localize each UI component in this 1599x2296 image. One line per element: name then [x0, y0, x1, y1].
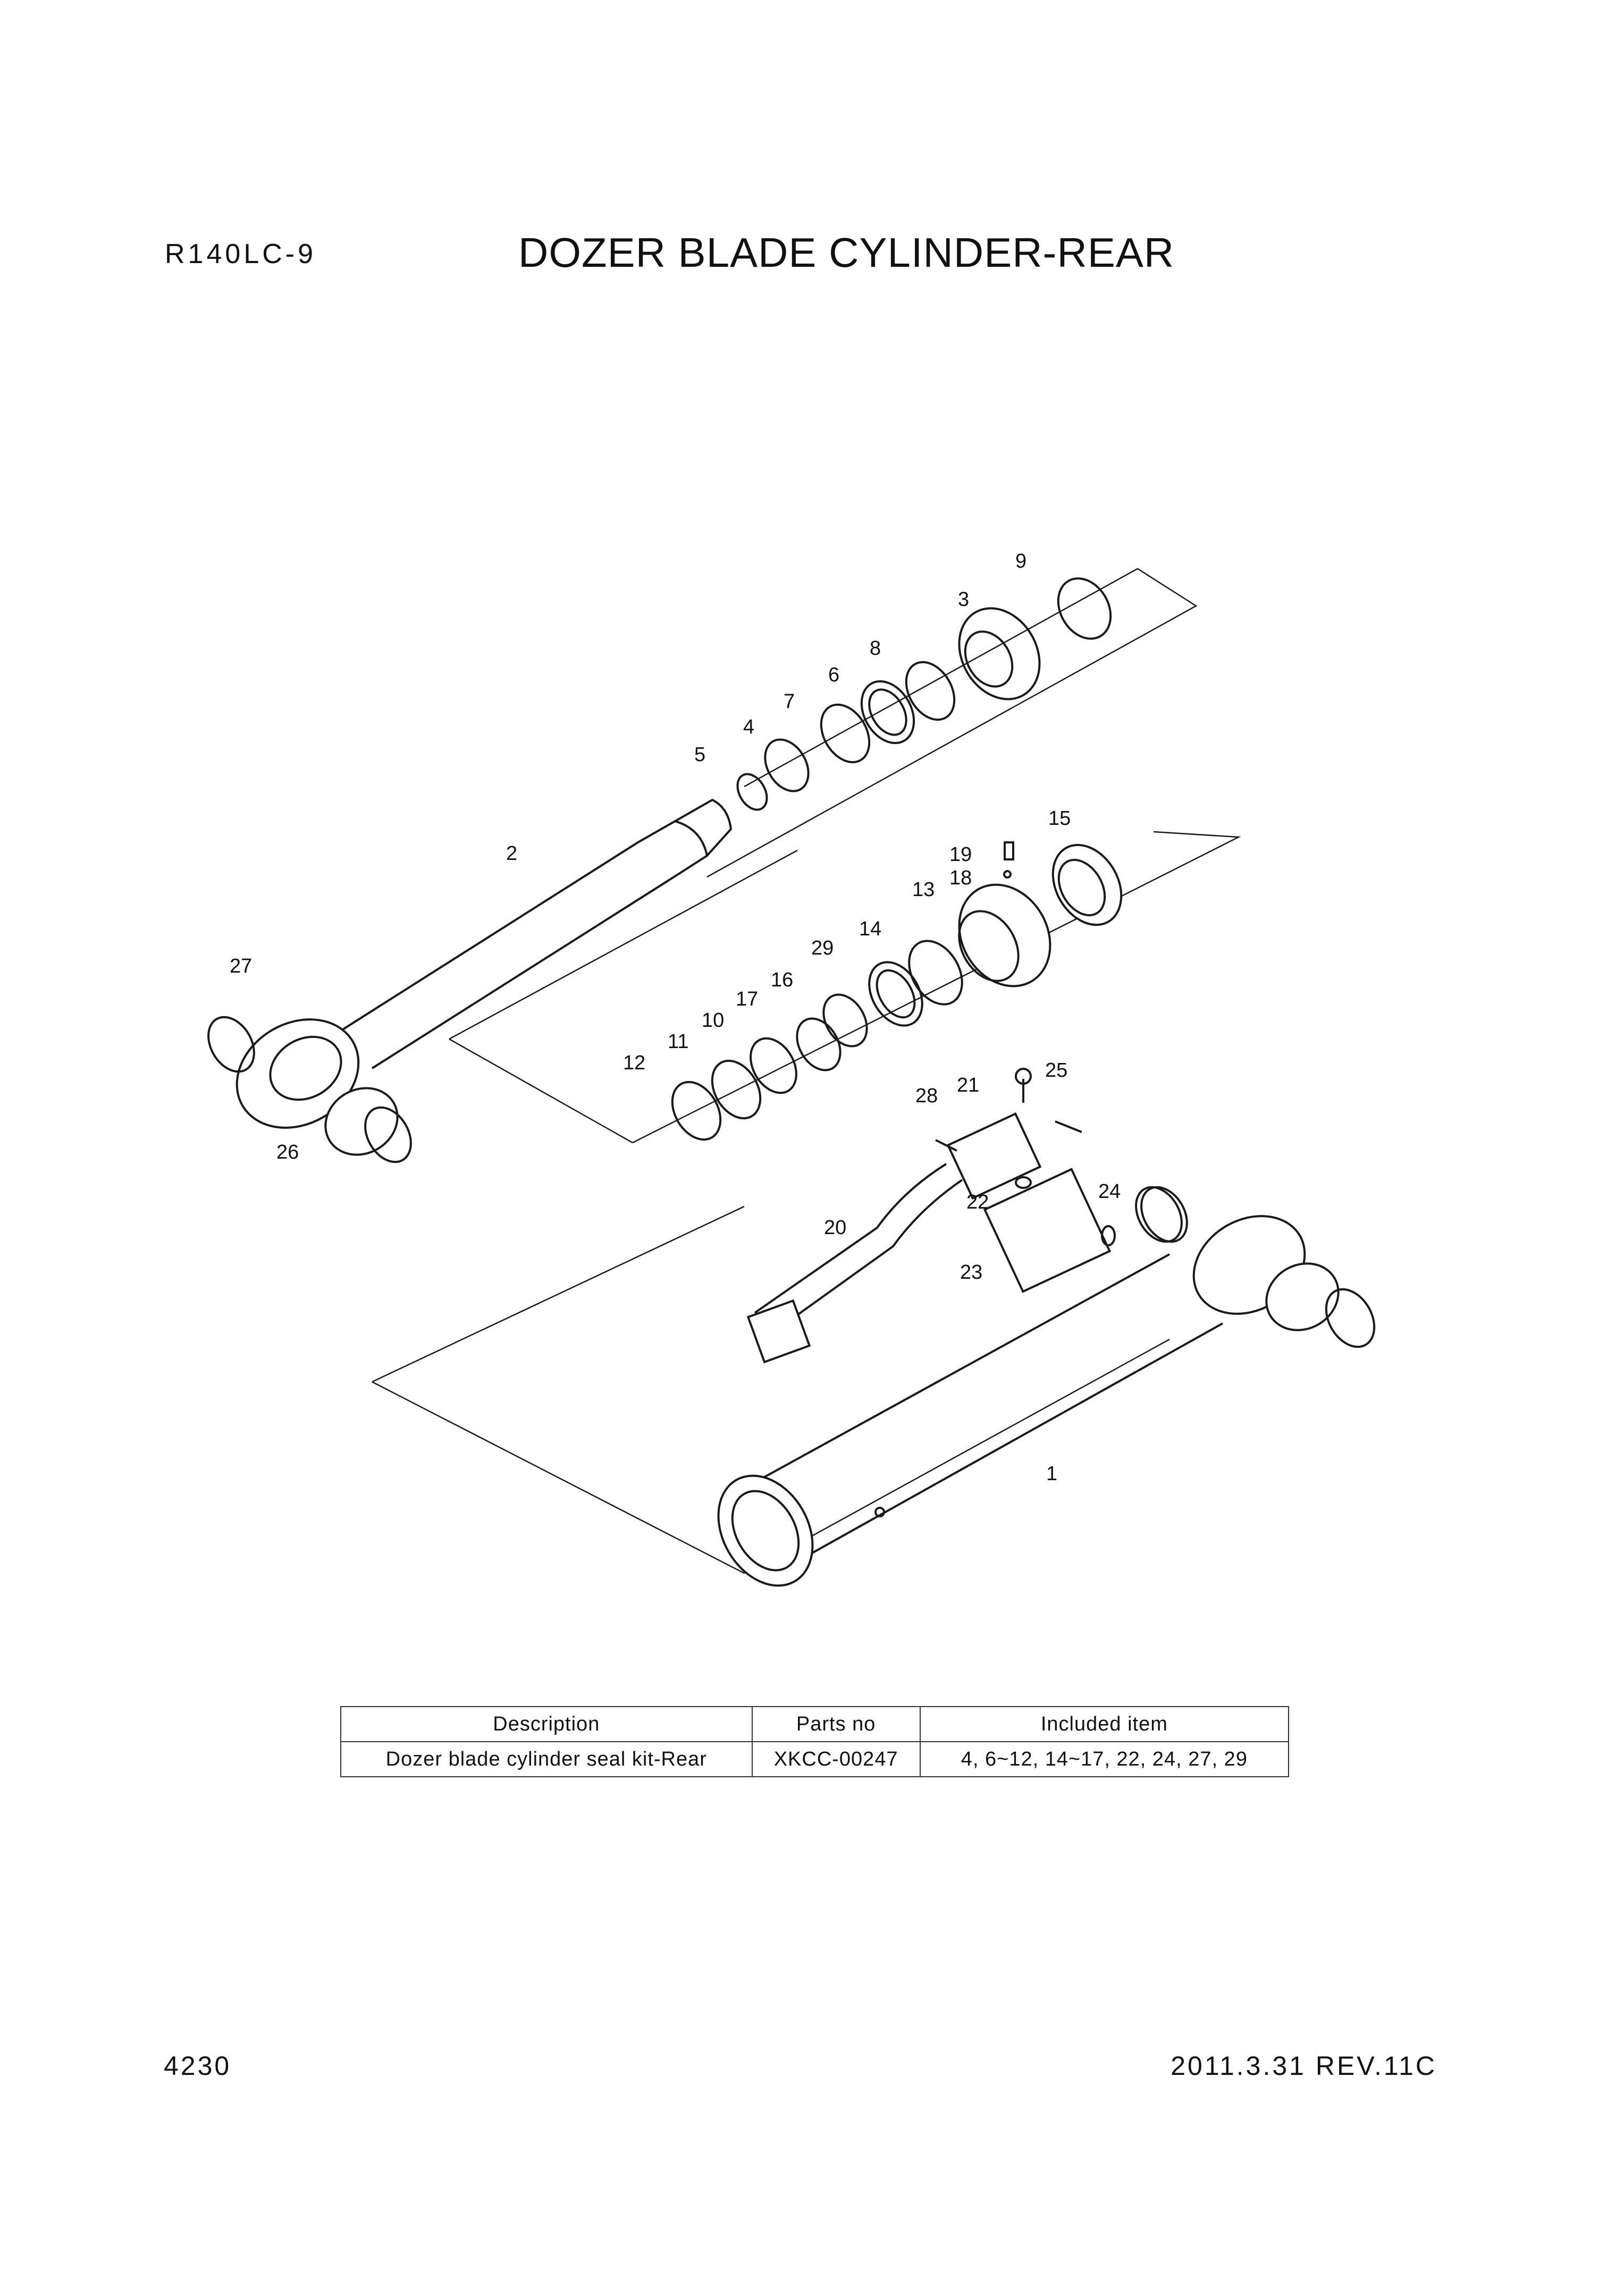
callout-6: 6	[828, 664, 839, 686]
callout-11: 11	[668, 1031, 688, 1053]
piston-rod[interactable]	[199, 798, 733, 1170]
callout-19: 19	[949, 843, 972, 866]
callout-20: 20	[824, 1217, 846, 1239]
callout-10: 10	[702, 1009, 724, 1032]
callout-5: 5	[694, 744, 705, 766]
callout-9: 9	[1015, 550, 1026, 572]
callout-7: 7	[784, 690, 795, 713]
callout-3: 3	[958, 588, 969, 611]
callout-1: 1	[1046, 1463, 1057, 1485]
callout-17: 17	[736, 988, 758, 1010]
callout-21: 21	[957, 1074, 979, 1096]
callout-22: 22	[966, 1191, 989, 1213]
model-label: R140LC-9	[165, 239, 317, 269]
callout-13: 13	[912, 879, 935, 901]
revision-label: 2011.3.31 REV.11C	[1171, 2051, 1437, 2081]
callout-15: 15	[1048, 807, 1071, 830]
callout-27: 27	[230, 955, 252, 977]
valve-block[interactable]	[746, 1068, 1191, 1364]
cell-included-item: 4, 6~12, 14~17, 22, 24, 27, 29	[919, 1741, 1290, 1777]
callout-28: 28	[915, 1085, 938, 1107]
callout-2: 2	[506, 842, 517, 865]
page-number: 4230	[164, 2051, 232, 2081]
callout-14: 14	[859, 918, 881, 940]
col-parts-no: Parts no	[751, 1706, 921, 1742]
callout-29: 29	[811, 937, 834, 959]
page-title: DOZER BLADE CYLINDER-REAR	[518, 229, 1175, 276]
callout-12: 12	[623, 1052, 645, 1074]
cylinder-tube[interactable]	[372, 1179, 1384, 1602]
col-included-item: Included item	[919, 1706, 1290, 1742]
callout-18: 18	[949, 867, 972, 889]
seal-kit-table: Description Parts no Included item Dozer…	[340, 1706, 1290, 1777]
col-description: Description	[340, 1706, 753, 1742]
callout-labels: 1 2 3 4 5 6 7 8 9 10 11 12 13 14 15 16 1…	[230, 550, 1121, 1485]
callout-25: 25	[1045, 1059, 1067, 1082]
cell-parts-no: XKCC-00247	[751, 1741, 921, 1777]
table-row: Dozer blade cylinder seal kit-Rear XKCC-…	[340, 1741, 1290, 1777]
table-header-row: Description Parts no Included item	[340, 1706, 1290, 1742]
callout-26: 26	[276, 1141, 299, 1163]
cell-description: Dozer blade cylinder seal kit-Rear	[340, 1741, 753, 1777]
callout-24: 24	[1098, 1180, 1121, 1203]
callout-8: 8	[870, 637, 881, 660]
callout-16: 16	[771, 969, 793, 991]
callout-23: 23	[960, 1261, 982, 1284]
piston-parts[interactable]	[449, 831, 1241, 1148]
callout-4: 4	[743, 716, 754, 738]
head-seal-parts[interactable]	[706, 568, 1198, 878]
